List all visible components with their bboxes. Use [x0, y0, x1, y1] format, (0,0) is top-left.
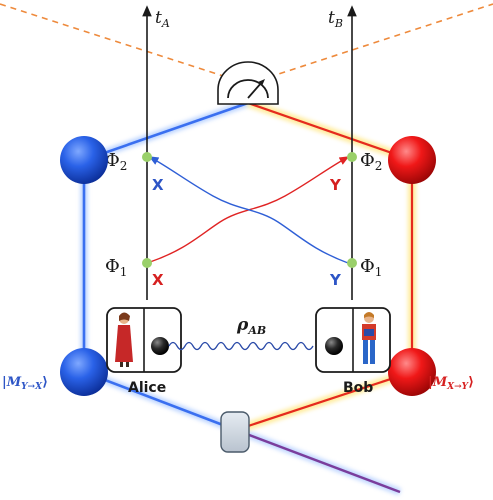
entanglement-wave [168, 341, 314, 351]
blue-sphere-top [60, 136, 108, 184]
lightcone-lines [0, 3, 493, 85]
alice-particle [151, 337, 169, 355]
meter-needle-icon [247, 81, 263, 99]
bob-figure-icon [362, 312, 376, 364]
red-sphere-bottom [388, 348, 436, 396]
measurement-device [217, 61, 279, 105]
bob-time-label: tB [328, 8, 343, 30]
input-label-bob-top: Y [329, 176, 342, 194]
input-label-alice-bottom: X [152, 271, 164, 289]
phase-label-b2: Φ2 [360, 150, 382, 173]
input-label-bob-bottom: Y [329, 271, 342, 289]
blue-sphere-bottom [60, 348, 108, 396]
phase-label-a1: Φ1 [105, 256, 127, 279]
meter-dial-icon [227, 79, 269, 99]
signal-waves [148, 156, 350, 264]
lightcone-right-line [247, 3, 493, 85]
phase-node-a2 [142, 152, 152, 162]
alice-lab [106, 307, 182, 373]
bob-particle [325, 337, 343, 355]
alice-time-label: tA [155, 8, 170, 30]
bob-label: Bob [343, 380, 373, 396]
red-sphere-top [388, 136, 436, 184]
input-label-alice-top: X [152, 176, 164, 194]
memory-ket-right: |MX→Y⟩ [428, 375, 474, 392]
state-label: ρAB [236, 315, 266, 337]
lightcone-left-line [0, 3, 249, 85]
phase-label-b1: Φ1 [360, 256, 382, 279]
blue-loop [80, 99, 402, 496]
bob-lab [315, 307, 391, 373]
memory-ket-left: |MY→X⟩ [2, 375, 48, 392]
alice-figure-icon [115, 312, 133, 367]
red-loop [234, 99, 416, 434]
phase-node-b2 [347, 152, 357, 162]
beam-splitter [220, 411, 250, 453]
phase-node-a1 [142, 258, 152, 268]
signal-alice-to-bob [149, 156, 350, 263]
phase-node-b1 [347, 258, 357, 268]
alice-label: Alice [128, 380, 166, 396]
phase-label-a2: Φ2 [105, 150, 127, 173]
signal-bob-to-alice [148, 156, 349, 264]
